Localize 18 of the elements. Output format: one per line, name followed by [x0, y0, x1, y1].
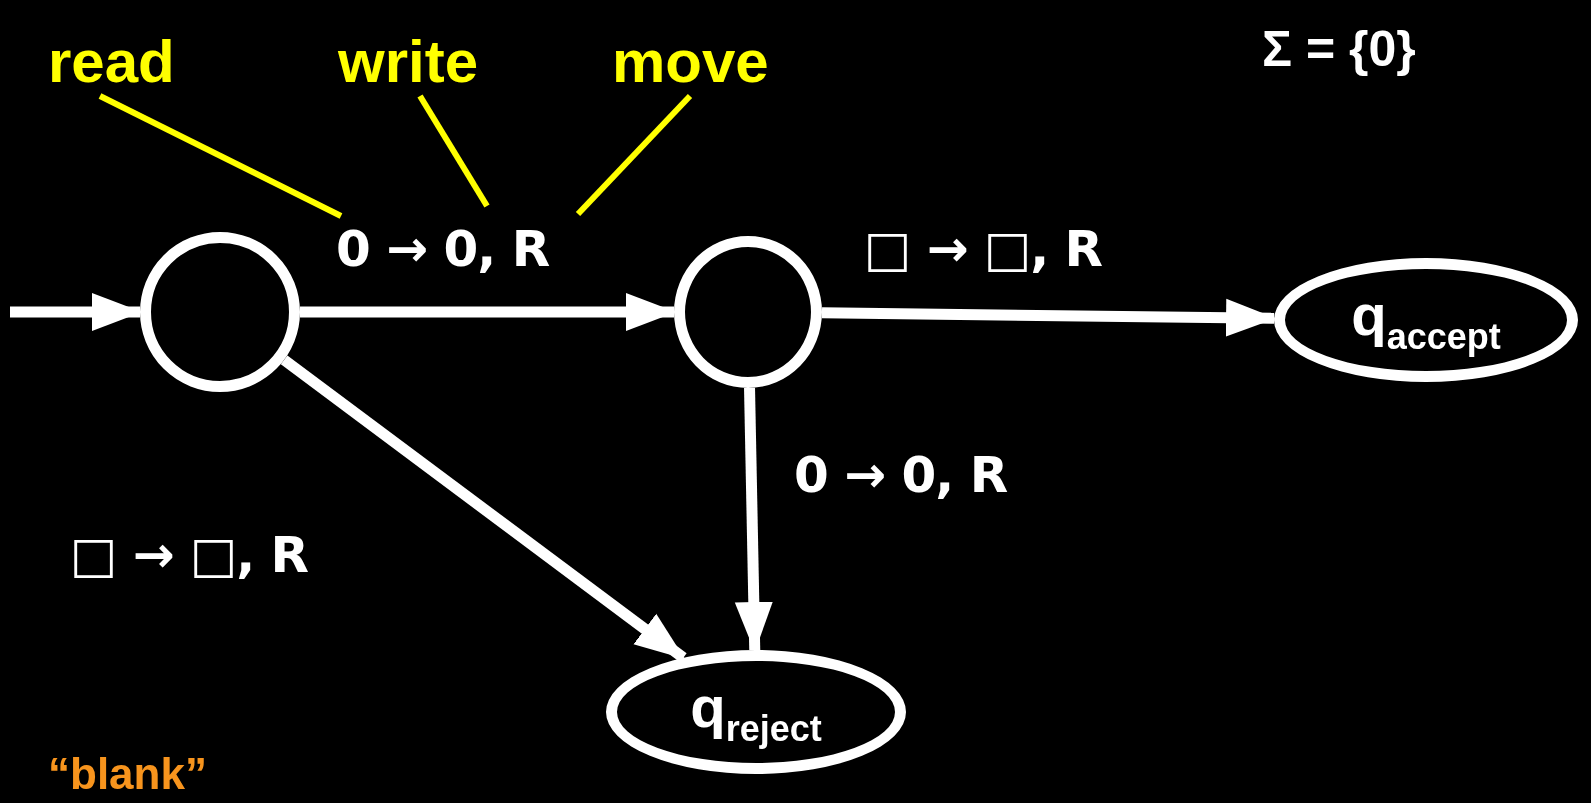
- annotation-text: read: [48, 32, 175, 92]
- leader-line: [575, 93, 693, 217]
- start-state: [140, 232, 300, 392]
- reject-state: [606, 650, 906, 774]
- note-text: “blank”: [48, 752, 207, 796]
- state-label: q$_{reject}$: [690, 677, 822, 747]
- annotation-text: write: [338, 32, 479, 92]
- transition-arrow: [300, 293, 676, 331]
- state-label: q$_{accept}$: [1351, 285, 1501, 355]
- transition-arrow: [821, 298, 1277, 337]
- transition-arrow: [734, 387, 773, 652]
- alphabet-label: Σ = {0}: [1262, 24, 1416, 74]
- leader-line: [98, 93, 343, 219]
- leader-line: [417, 94, 490, 208]
- transition-arrow: [10, 293, 142, 331]
- annotation-text: move: [612, 32, 769, 92]
- state-circle: [674, 236, 822, 388]
- accept-state: [1274, 258, 1578, 382]
